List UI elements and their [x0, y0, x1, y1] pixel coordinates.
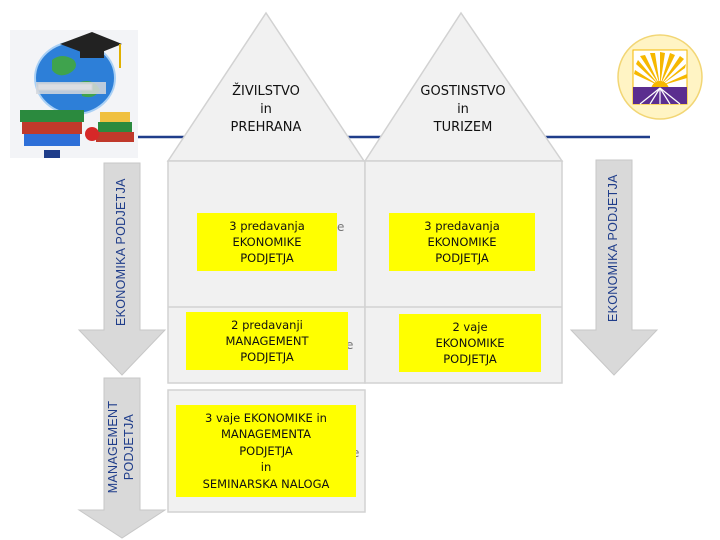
box-line: EKONOMIKE [232, 235, 302, 249]
box-predavanja-ekonomike-left: 3 predavanja EKONOMIKE PODJETJA [197, 213, 337, 271]
box-vaje-ekonomike: 2 vaje EKONOMIKE PODJETJA [399, 314, 541, 372]
box-line: PODJETJA [240, 251, 294, 265]
roof-label-line: GOSTINSTVO [420, 84, 506, 99]
arrow-label-management: MANAGEMENT PODJETJA [105, 387, 139, 507]
arrow-left-bottom [77, 377, 167, 539]
box-line: 2 predavanji [231, 318, 303, 332]
roof-label-zivilstvo: ŽIVILSTVO in PREHRANA [206, 83, 326, 137]
roof-label-line: TURIZEM [433, 120, 493, 135]
arrow-label-line: MANAGEMENT [106, 400, 120, 494]
arrow-right [569, 159, 659, 376]
box-line: in [260, 460, 272, 475]
ghost-mark: e [337, 220, 345, 234]
box-line: 2 vaje [452, 320, 488, 334]
box-vaje-seminarska: 3 vaje EKONOMIKE in MANAGEMENTA PODJETJA… [176, 405, 356, 497]
box-line: 3 vaje EKONOMIKE in [205, 410, 327, 425]
box-line: PODJETJA [239, 443, 293, 458]
roof-label-line: ŽIVILSTVO [232, 84, 300, 99]
box-line: MANAGEMENTA [220, 427, 312, 442]
box-line: MANAGEMENT [225, 334, 309, 348]
arrow-label-ekonomika-right: EKONOMIKA PODJETJA [606, 174, 620, 322]
roof-label-line: PREHRANA [230, 120, 302, 135]
arrow-label-line: PODJETJA [122, 413, 136, 481]
roof-label-line: in [457, 102, 469, 117]
box-line: EKONOMIKE [435, 336, 505, 350]
box-line: EKONOMIKE [427, 235, 497, 249]
sunrise-logo-icon [617, 34, 703, 120]
arrow-label-ekonomika-left: EKONOMIKA PODJETJA [114, 178, 128, 326]
education-globe-books-icon [10, 30, 138, 158]
roof-label-gostinstvo: GOSTINSTVO in TURIZEM [403, 83, 523, 137]
box-predavanja-ekonomike-right: 3 predavanja EKONOMIKE PODJETJA [389, 213, 535, 271]
box-line: 3 predavanja [424, 219, 500, 233]
box-line: SEMINARSKA NALOGA [202, 476, 330, 491]
box-line: 3 predavanja [229, 219, 305, 233]
box-predavanji-management: 2 predavanji MANAGEMENT PODJETJA [186, 312, 348, 370]
box-line: PODJETJA [240, 350, 294, 364]
roof-label-line: in [260, 102, 272, 117]
ghost-mark: e [346, 338, 354, 352]
arrow-left-top [77, 162, 167, 376]
box-line: PODJETJA [435, 251, 489, 265]
box-line: PODJETJA [443, 352, 497, 366]
